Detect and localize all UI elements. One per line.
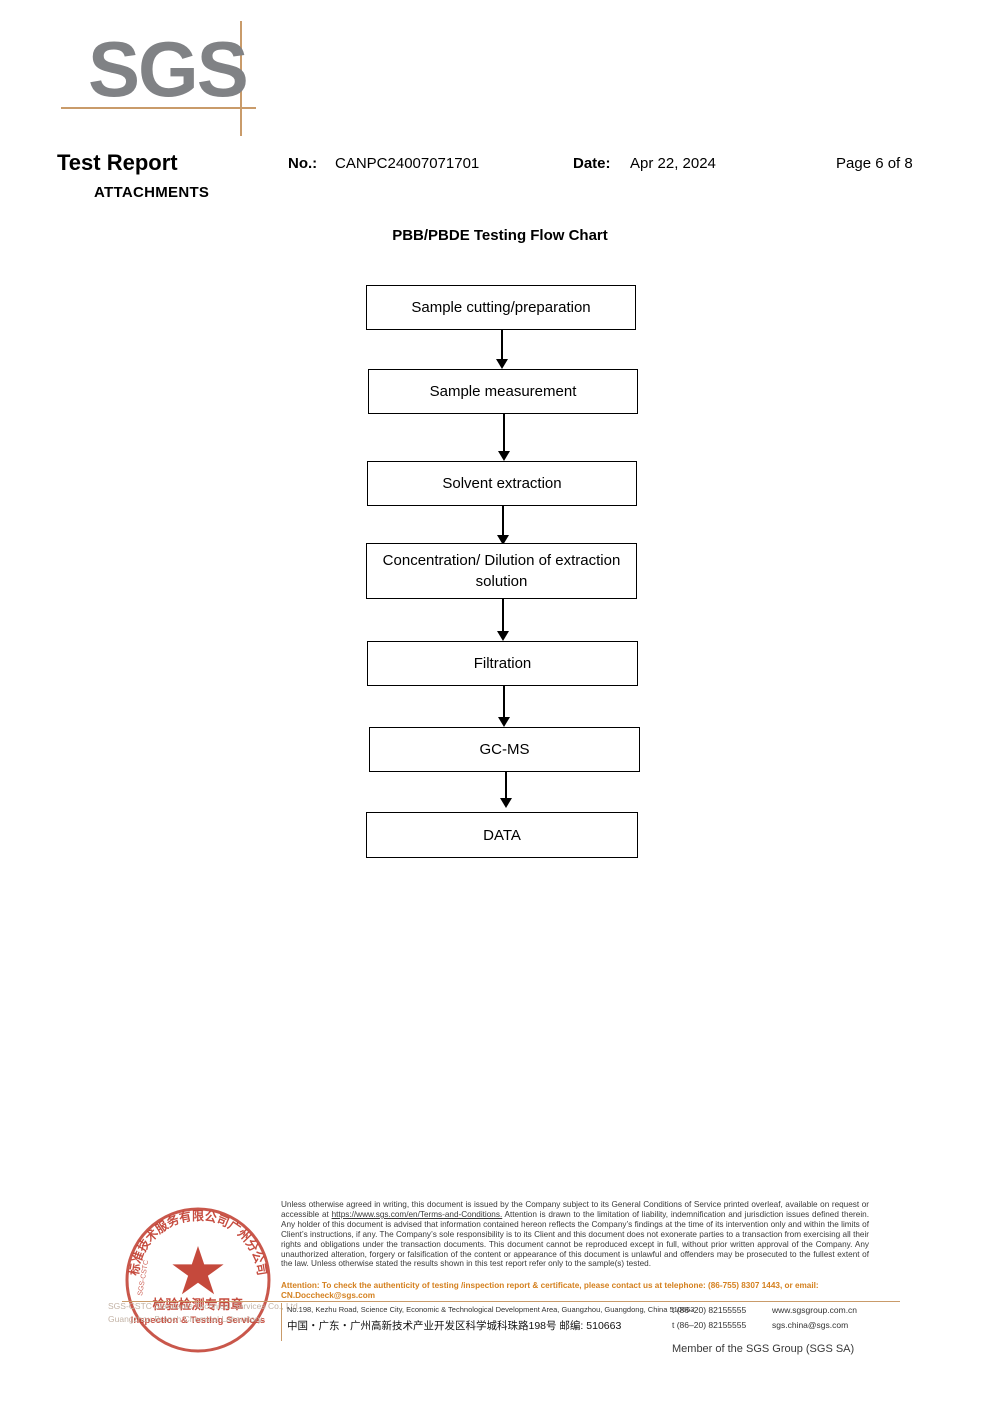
flow-step-3-label: Solvent extraction [442,475,562,492]
terms-and-conditions-link[interactable]: https://www.sgs.com/en/Terms-and-Conditi… [331,1209,503,1219]
flow-arrow-5 [498,686,510,727]
flow-step-7: DATA [366,812,638,858]
footer-disclaimer: Unless otherwise agreed in writing, this… [281,1200,869,1269]
report-date-value: Apr 22, 2024 [630,155,716,172]
report-header: Test Report No.: CANPC24007071701 Date: … [0,150,1000,182]
logo-horizontal-rule [61,107,256,109]
flow-step-6-label: GC-MS [479,741,530,758]
seal-watermark-text: SGS-CSTC Standards Technical Services Co… [108,1300,301,1326]
flow-step-5: Filtration [367,641,638,686]
flow-step-1-label: Sample cutting/preparation [411,299,591,316]
page-number: Page 6 of 8 [836,155,913,172]
footer-address-english: No.198, Kezhu Road, Science City, Econom… [287,1305,695,1314]
page-title: Test Report [57,150,178,175]
flow-step-3: Solvent extraction [367,461,637,506]
flow-step-6: GC-MS [369,727,640,772]
page-subtitle: ATTACHMENTS [94,184,210,201]
flow-arrow-4 [497,599,509,641]
footer-telephone-1: t (86–20) 82155555 [672,1305,747,1315]
report-no-label: No.: [288,155,318,172]
footer-address-chinese: 中国・广东・广州高新技术产业开发区科学城科珠路198号 邮编: 510663 [287,1320,622,1332]
footer-website[interactable]: www.sgsgroup.com.cn [772,1305,858,1315]
footer-horizontal-rule [122,1301,900,1302]
flow-step-1: Sample cutting/preparation [366,285,636,330]
inspection-seal-stamp: 标准技术服务有限公司广州分公司 检验检测专用章 Inspection & Tes… [122,1204,274,1356]
flow-step-7-label: DATA [483,826,521,844]
footer-attention-notice: Attention: To check the authenticity of … [281,1281,819,1300]
footer-email[interactable]: sgs.china@sgs.com [772,1320,849,1330]
flow-step-2: Sample measurement [368,369,638,414]
flow-arrow-1 [496,330,508,369]
disclaimer-text-part1: Unless otherwise agreed in writing, this… [281,1200,869,1219]
footer-member-statement: Member of the SGS Group (SGS SA) [672,1343,855,1355]
disclaimer-text-part2: Attention is drawn to the limitation of … [281,1209,869,1269]
flow-step-5-label: Filtration [473,655,532,672]
footer-telephone-2: t (86–20) 82155555 [672,1320,747,1330]
watermark-line-1: SGS-CSTC Standards Technical Services Co… [108,1301,301,1311]
sgs-logo: SGS [61,21,288,136]
watermark-line-2: Guangzhou Branch Chemical Laboratory. [108,1314,264,1324]
flow-arrow-2 [498,414,510,461]
flowchart-title: PBB/PBDE Testing Flow Chart [392,227,608,244]
svg-text:Inspection & Testing Services: Inspection & Testing Services [131,1315,265,1326]
flow-step-2-label: Sample measurement [429,383,577,400]
flow-arrow-3 [497,506,509,545]
flow-step-4: Concentration/ Dilution of extraction so… [366,543,637,599]
flow-arrow-6 [500,772,512,808]
logo-wordmark: SGS [88,25,249,113]
flow-step-4-label: Concentration/ Dilution of extraction so… [382,552,621,590]
report-no-value: CANPC24007071701 [335,155,480,172]
logo-vertical-rule [240,21,242,136]
footer-vertical-divider [281,1303,282,1341]
report-date-label: Date: [573,155,611,172]
